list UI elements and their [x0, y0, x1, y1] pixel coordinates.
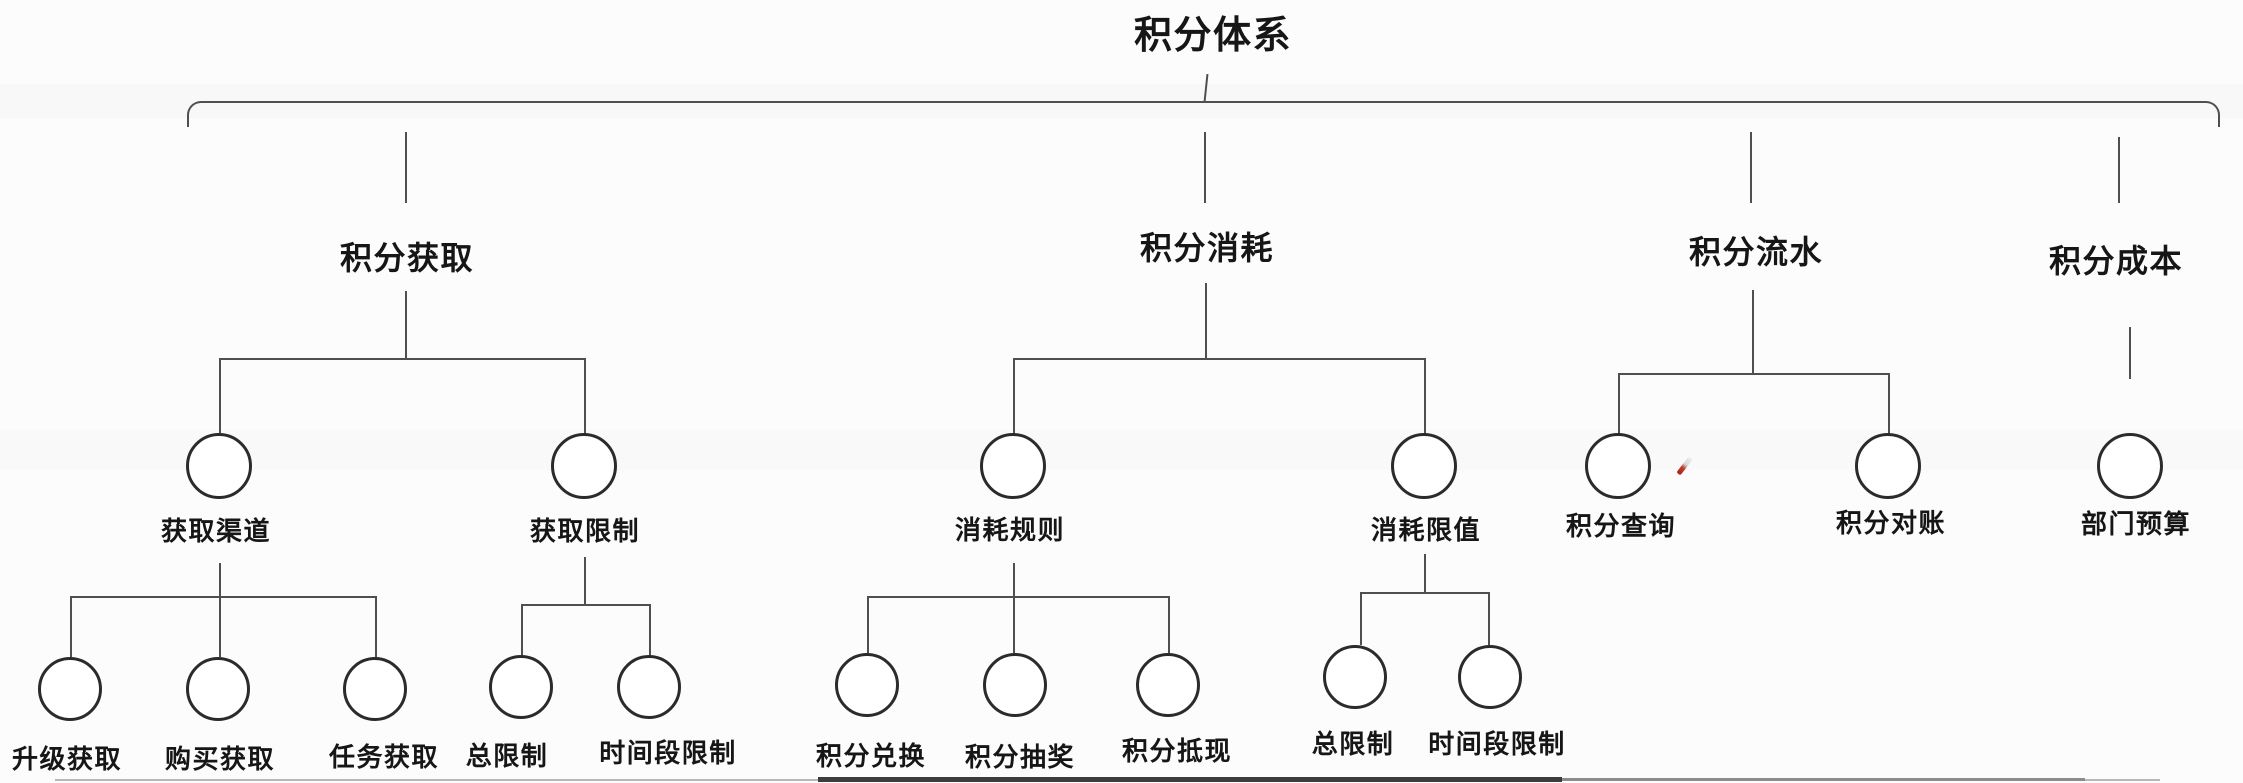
connector-consume-bracket	[1013, 358, 1426, 360]
bottom-edge-line-medium	[1562, 778, 2085, 781]
connector-rules-bracket	[867, 596, 1170, 598]
connector-branch-cost-tick	[2118, 137, 2120, 203]
node-consume-limits[interactable]: 消耗限值	[1370, 515, 1482, 545]
node-dept-budget[interactable]: 部门预算	[2080, 509, 2192, 539]
node-circle-total-limit-acquire[interactable]	[489, 655, 553, 719]
node-circle-points-exchange[interactable]	[835, 653, 899, 717]
node-points-reconcile[interactable]: 积分对账	[1835, 508, 1947, 538]
connector-acquire-bracket	[219, 358, 586, 360]
node-period-limit-consume[interactable]: 时间段限制	[1428, 729, 1566, 759]
node-circle-points-cashoffset[interactable]	[1136, 653, 1200, 717]
connector-conlimits-drop-left	[1360, 592, 1362, 645]
connector-consume-drop-left	[1013, 358, 1015, 434]
connector-consume-drop-right	[1424, 358, 1426, 434]
connector-channels-drop-left	[70, 596, 72, 657]
connector-conlimits-drop-right	[1488, 592, 1490, 645]
node-points-consume[interactable]: 积分消耗	[1139, 230, 1275, 266]
connector-top-bracket	[201, 101, 2206, 103]
bottom-edge-line-dark	[818, 777, 1562, 782]
node-points-cost[interactable]: 积分成本	[2048, 243, 2184, 279]
connector-acqlimits-drop-right	[649, 604, 651, 655]
connector-rules-down	[1013, 563, 1015, 653]
connector-top-bracket-right-end	[2204, 101, 2220, 127]
node-upgrade-acquire[interactable]: 升级获取	[11, 744, 123, 774]
red-pen-cursor-icon	[1676, 456, 1693, 476]
node-circle-period-limit-consume[interactable]	[1458, 645, 1522, 709]
node-purchase-acquire[interactable]: 购买获取	[164, 744, 276, 774]
node-consume-rules[interactable]: 消耗规则	[954, 515, 1066, 545]
node-acquire-channels[interactable]: 获取渠道	[160, 516, 272, 546]
node-circle-acquire-channels[interactable]	[186, 433, 252, 499]
connector-conlimits-down	[1424, 554, 1426, 592]
node-points-acquire[interactable]: 积分获取	[339, 240, 475, 276]
node-circle-consume-rules[interactable]	[980, 433, 1046, 499]
node-circle-points-query[interactable]	[1585, 433, 1651, 499]
node-period-limit-acquire[interactable]: 时间段限制	[599, 738, 737, 768]
connector-ledger-drop-left	[1618, 373, 1620, 434]
connector-acquire-down	[405, 291, 407, 358]
connector-ledger-down	[1752, 290, 1754, 373]
connector-channels-drop-right	[375, 596, 377, 657]
connector-branch-acquire-tick	[405, 132, 407, 203]
node-circle-period-limit-acquire[interactable]	[617, 655, 681, 719]
connector-top-bracket-left-end	[187, 101, 203, 127]
node-circle-acquire-limits[interactable]	[551, 433, 617, 499]
connector-root-stub	[1203, 73, 1209, 103]
node-circle-consume-limits[interactable]	[1391, 433, 1457, 499]
node-circle-points-reconcile[interactable]	[1855, 433, 1921, 499]
node-points-ledger[interactable]: 积分流水	[1688, 234, 1824, 270]
connector-channels-down	[219, 563, 221, 657]
node-points-lottery[interactable]: 积分抽奖	[964, 742, 1076, 772]
connector-acqlimits-down	[584, 557, 586, 604]
connector-conlimits-bracket	[1360, 592, 1490, 594]
node-points-system[interactable]: 积分体系	[1133, 15, 1293, 57]
node-circle-purchase-acquire[interactable]	[186, 657, 250, 721]
node-circle-points-lottery[interactable]	[983, 653, 1047, 717]
connector-acqlimits-bracket	[521, 604, 651, 606]
connector-rules-drop-right	[1168, 596, 1170, 653]
node-task-acquire[interactable]: 任务获取	[328, 742, 440, 772]
node-circle-upgrade-acquire[interactable]	[38, 657, 102, 721]
node-circle-total-limit-consume[interactable]	[1323, 645, 1387, 709]
connector-acqlimits-drop-left	[521, 604, 523, 655]
node-circle-dept-budget[interactable]	[2097, 433, 2163, 499]
connector-ledger-bracket	[1618, 373, 1890, 375]
node-points-cashoffset[interactable]: 积分抵现	[1121, 736, 1233, 766]
connector-acquire-drop-right	[584, 358, 586, 434]
node-points-query[interactable]: 积分查询	[1565, 511, 1677, 541]
node-total-limit-consume[interactable]: 总限制	[1311, 729, 1395, 759]
connector-rules-drop-left	[867, 596, 869, 653]
node-circle-task-acquire[interactable]	[343, 657, 407, 721]
connector-branch-consume-tick	[1204, 132, 1206, 203]
connector-consume-down	[1205, 283, 1207, 358]
connector-branch-ledger-tick	[1750, 132, 1752, 203]
connector-ledger-drop-right	[1888, 373, 1890, 434]
node-acquire-limits[interactable]: 获取限制	[529, 516, 641, 546]
connector-cost-down	[2129, 327, 2131, 379]
node-total-limit-acquire[interactable]: 总限制	[465, 741, 549, 771]
connector-channels-bracket	[70, 596, 377, 598]
connector-acquire-drop-left	[219, 358, 221, 434]
node-points-exchange[interactable]: 积分兑换	[815, 741, 927, 771]
